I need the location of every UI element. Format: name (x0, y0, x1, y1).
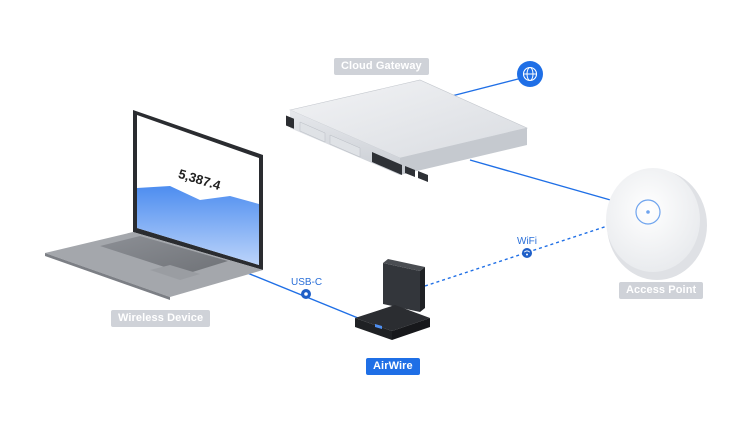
airwire-label: AirWire (366, 358, 420, 375)
globe-icon (517, 61, 543, 87)
usbc-link-label: USB-C (291, 277, 323, 288)
usbc-link-marker (301, 289, 311, 299)
laptop-device (45, 110, 263, 300)
airwire-device (355, 259, 430, 340)
cloud-gateway-label: Cloud Gateway (334, 58, 429, 75)
access-point-label: Access Point (619, 282, 704, 299)
wifi-link-label: WiFi (517, 236, 537, 247)
cloud-gateway-device (286, 79, 528, 182)
wireless-device-label: Wireless Device (111, 310, 211, 327)
link-gateway-accesspoint (469, 159, 629, 206)
wifi-link-marker (522, 248, 532, 258)
access-point-device (606, 168, 707, 280)
